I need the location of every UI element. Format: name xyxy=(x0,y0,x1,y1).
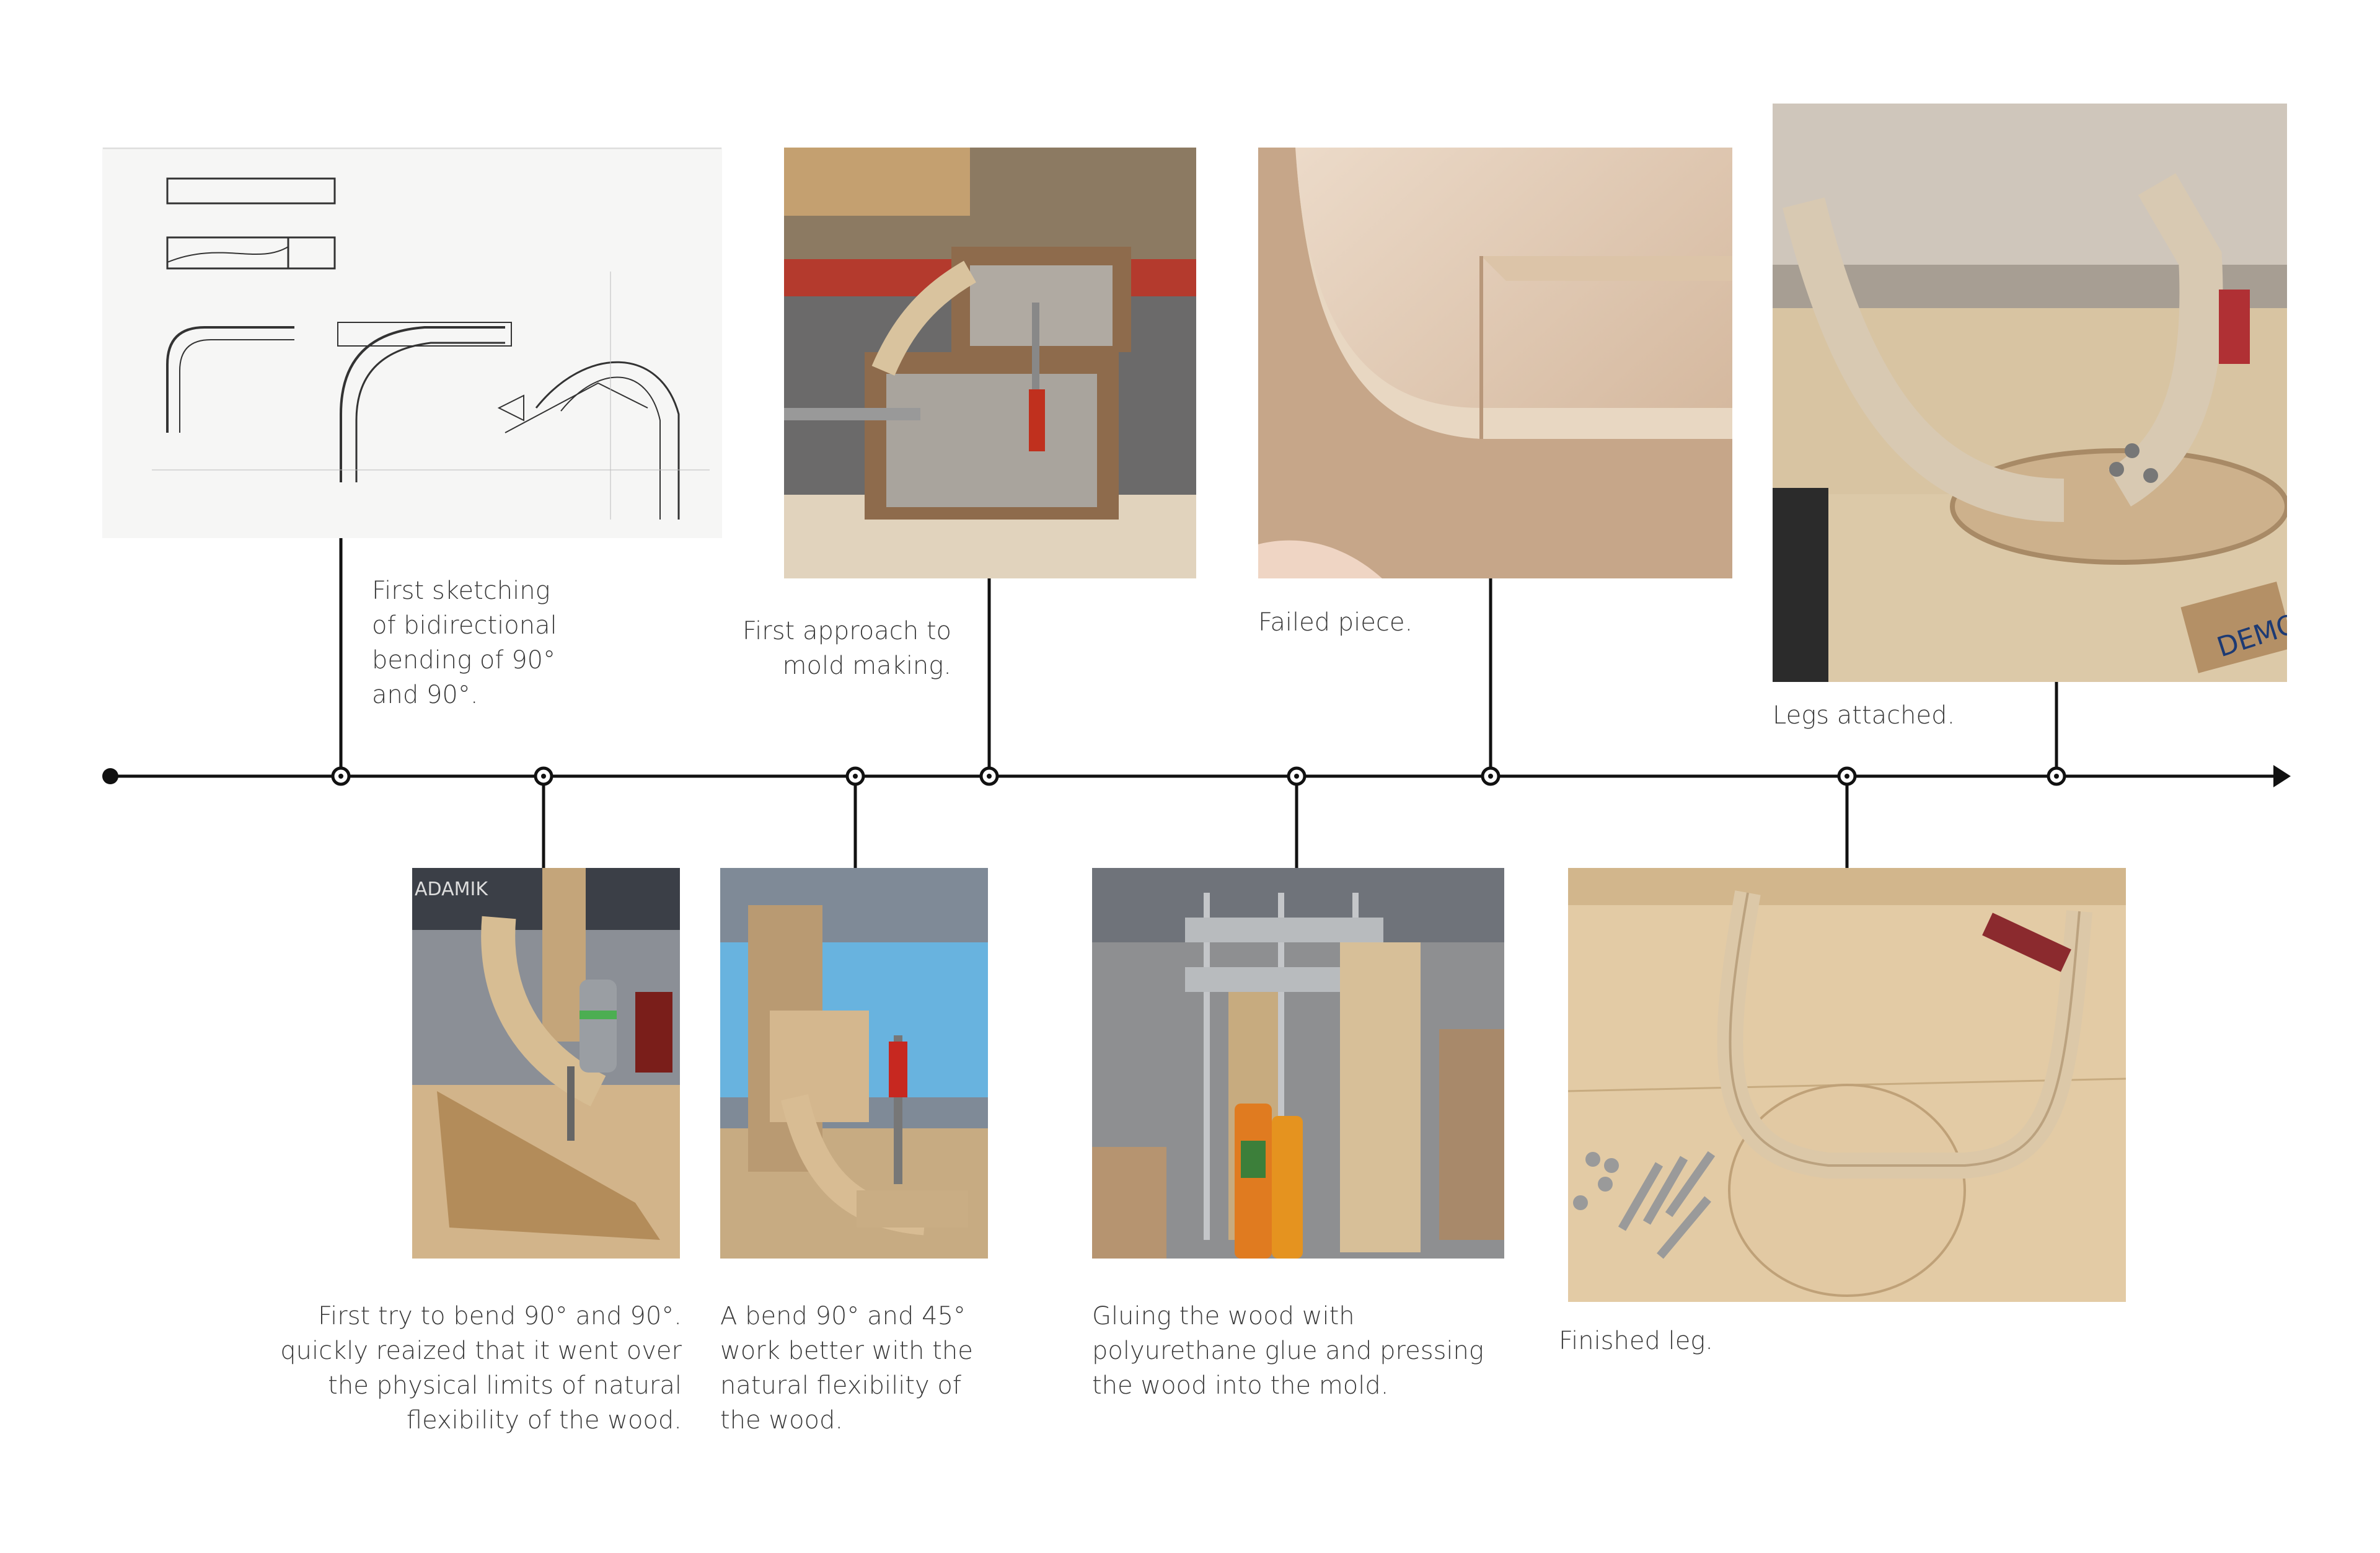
legs-attached-photo: DEMO xyxy=(1773,104,2287,682)
caption-legs: Legs attached. xyxy=(1773,701,1955,730)
marker-gluing xyxy=(1287,766,1307,786)
mold-making-photo xyxy=(784,148,1196,578)
sketch-image xyxy=(102,148,722,538)
marker-bend45 xyxy=(845,766,865,786)
bend-90-45-photo xyxy=(720,868,988,1259)
finished-leg-photo xyxy=(1568,868,2126,1302)
failed-piece-photo xyxy=(1258,148,1732,578)
timeline-start-dot xyxy=(102,768,118,784)
caption-failed: Failed piece. xyxy=(1258,608,1413,637)
caption-first-try: First try to bend 90° and 90°. quickly r… xyxy=(280,1302,682,1435)
caption-mold: First approach to mold making. xyxy=(743,617,951,680)
caption-sketching: First sketching of bidirectional bending… xyxy=(372,577,557,709)
marker-sketching xyxy=(331,766,351,786)
caption-gluing: Gluing the wood with polyurethane glue a… xyxy=(1092,1302,1484,1400)
marker-first-try xyxy=(534,766,553,786)
caption-finished: Finished leg. xyxy=(1559,1327,1714,1355)
first-try-bend-photo: ADAMIK xyxy=(412,868,680,1259)
marker-failed xyxy=(1481,766,1501,786)
bag-label: ADAMIK xyxy=(415,878,488,900)
marker-mold xyxy=(979,766,999,786)
marker-finished xyxy=(1837,766,1857,786)
gluing-clamps-photo xyxy=(1092,868,1504,1259)
marker-legs xyxy=(2047,766,2066,786)
caption-bend45: A bend 90° and 45° work better with the … xyxy=(720,1302,973,1435)
timeline-arrow-icon xyxy=(2273,765,2291,787)
